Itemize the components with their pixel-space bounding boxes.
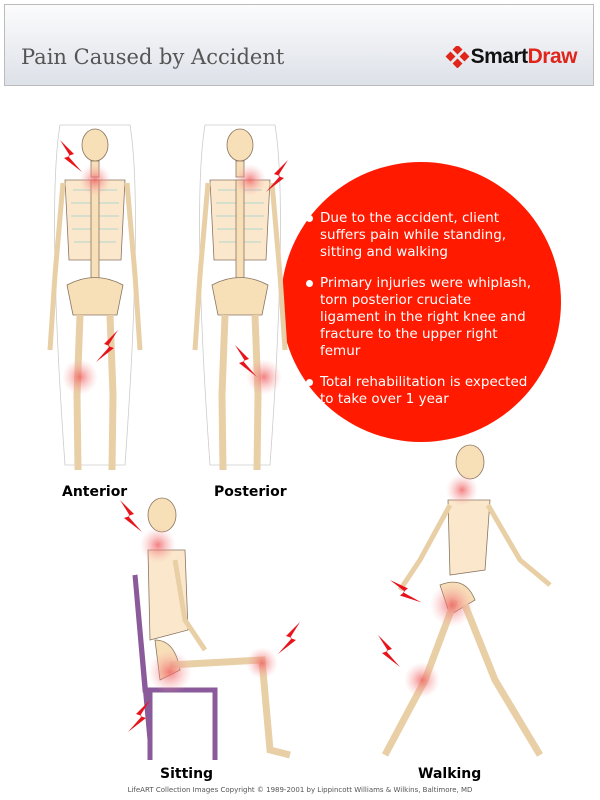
hip-pain-marker [148, 650, 192, 694]
label-sitting: Sitting [160, 766, 214, 782]
page-title: Pain Caused by Accident [21, 45, 285, 69]
finding-item: Total rehabilitation is expected to take… [306, 374, 534, 408]
lightning-icon [60, 140, 82, 172]
finding-item: Primary injuries were whiplash, torn pos… [306, 275, 534, 360]
hip-pain-marker [430, 583, 474, 627]
lightning-icon [120, 500, 142, 532]
copyright-notice: LifeART Collection Images Copyright © 19… [127, 786, 473, 794]
neck-pain-marker [446, 474, 478, 506]
anterior-figure [50, 125, 140, 470]
posterior-figure [195, 125, 288, 470]
neck-pain-marker [234, 164, 266, 196]
findings-list: Due to the accident, client suffers pain… [306, 210, 534, 422]
info-circle [281, 162, 561, 442]
knee-pain-marker [246, 647, 278, 679]
finding-item: Due to the accident, client suffers pain… [306, 210, 534, 261]
label-anterior: Anterior [62, 484, 128, 500]
knee-pain-marker [62, 359, 98, 395]
walking-figure [378, 444, 552, 757]
knee-pain-marker [404, 662, 440, 698]
label-walking: Walking [418, 766, 482, 782]
lightning-icon [278, 622, 300, 654]
neck-pain-marker [79, 164, 111, 196]
logo-diamond-icon [445, 46, 470, 68]
knee-pain-marker [246, 359, 282, 395]
sitting-figure [120, 497, 300, 760]
lightning-icon [378, 635, 400, 667]
neck-pain-marker [140, 527, 176, 563]
label-posterior: Posterior [214, 484, 287, 500]
